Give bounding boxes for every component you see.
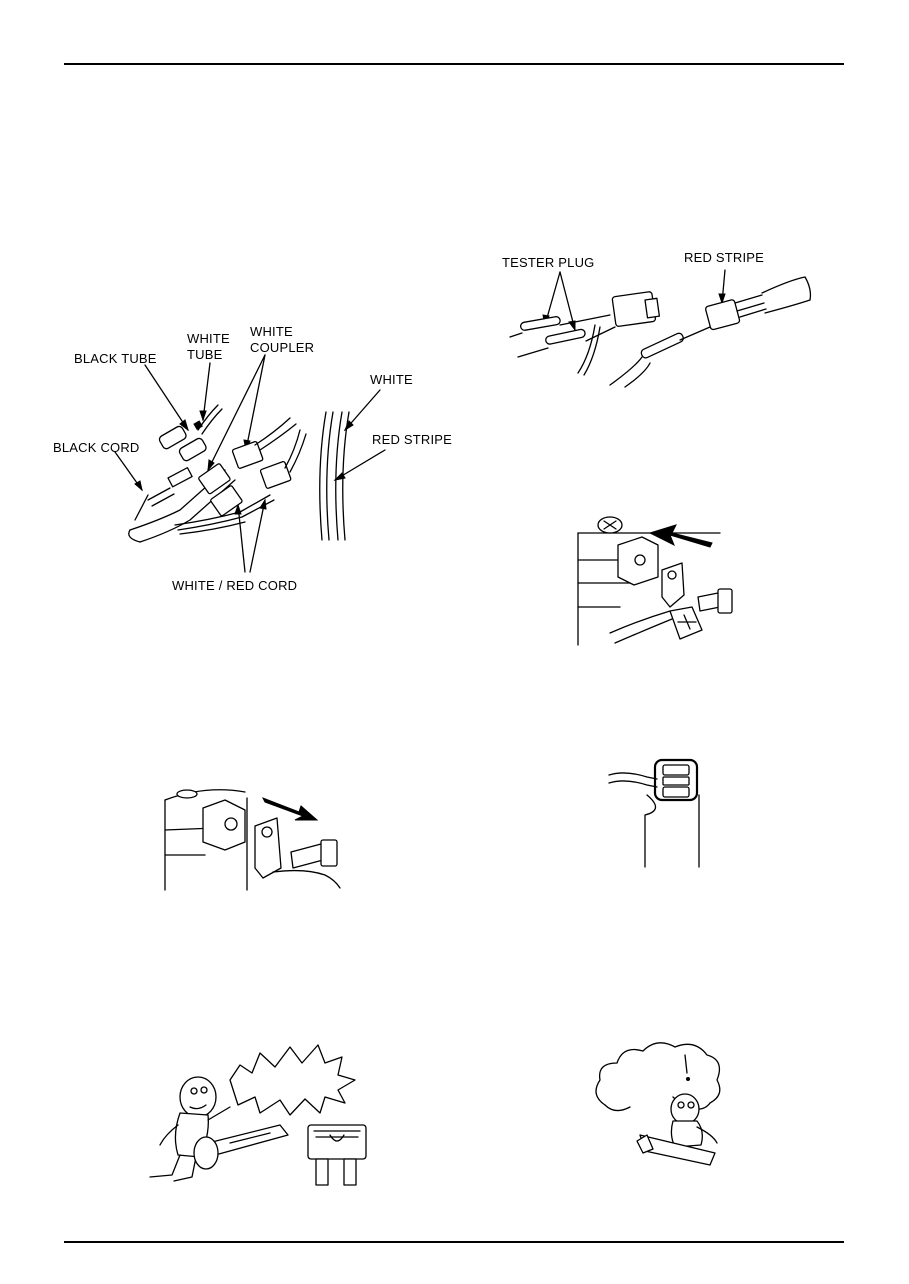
battery-terminal-connect-figure <box>570 515 760 655</box>
red-stripe-label: RED STRIPE <box>372 432 452 447</box>
white-label: WHITE <box>370 372 413 387</box>
thinking-cartoon-figure <box>585 1035 735 1180</box>
black-cord-label: BLACK CORD <box>53 440 140 455</box>
tester-red-stripe-label: RED STRIPE <box>684 250 764 265</box>
footer-rule <box>64 1241 844 1243</box>
header-rule <box>64 63 844 65</box>
white-coupler-label-line2: COUPLER <box>250 340 314 355</box>
tester-plug-label: TESTER PLUG <box>502 255 595 270</box>
white-red-cord-label: WHITE / RED CORD <box>172 578 297 593</box>
white-tube-label-line1: WHITE <box>187 331 230 346</box>
terminal-cover-figure <box>605 755 715 870</box>
battery-terminal-disconnect-figure <box>155 780 355 900</box>
black-tube-label: BLACK TUBE <box>74 351 157 366</box>
white-tube-label-line2: TUBE <box>187 347 223 362</box>
tester-plug-figure: TESTER PLUG RED STRIPE <box>500 245 820 395</box>
fuse-cartoon-figure <box>130 1035 380 1190</box>
wiring-connectors-figure: BLACK TUBE WHITE TUBE WHITE COUPLER WHIT… <box>50 320 452 600</box>
white-coupler-label-line1: WHITE <box>250 324 293 339</box>
